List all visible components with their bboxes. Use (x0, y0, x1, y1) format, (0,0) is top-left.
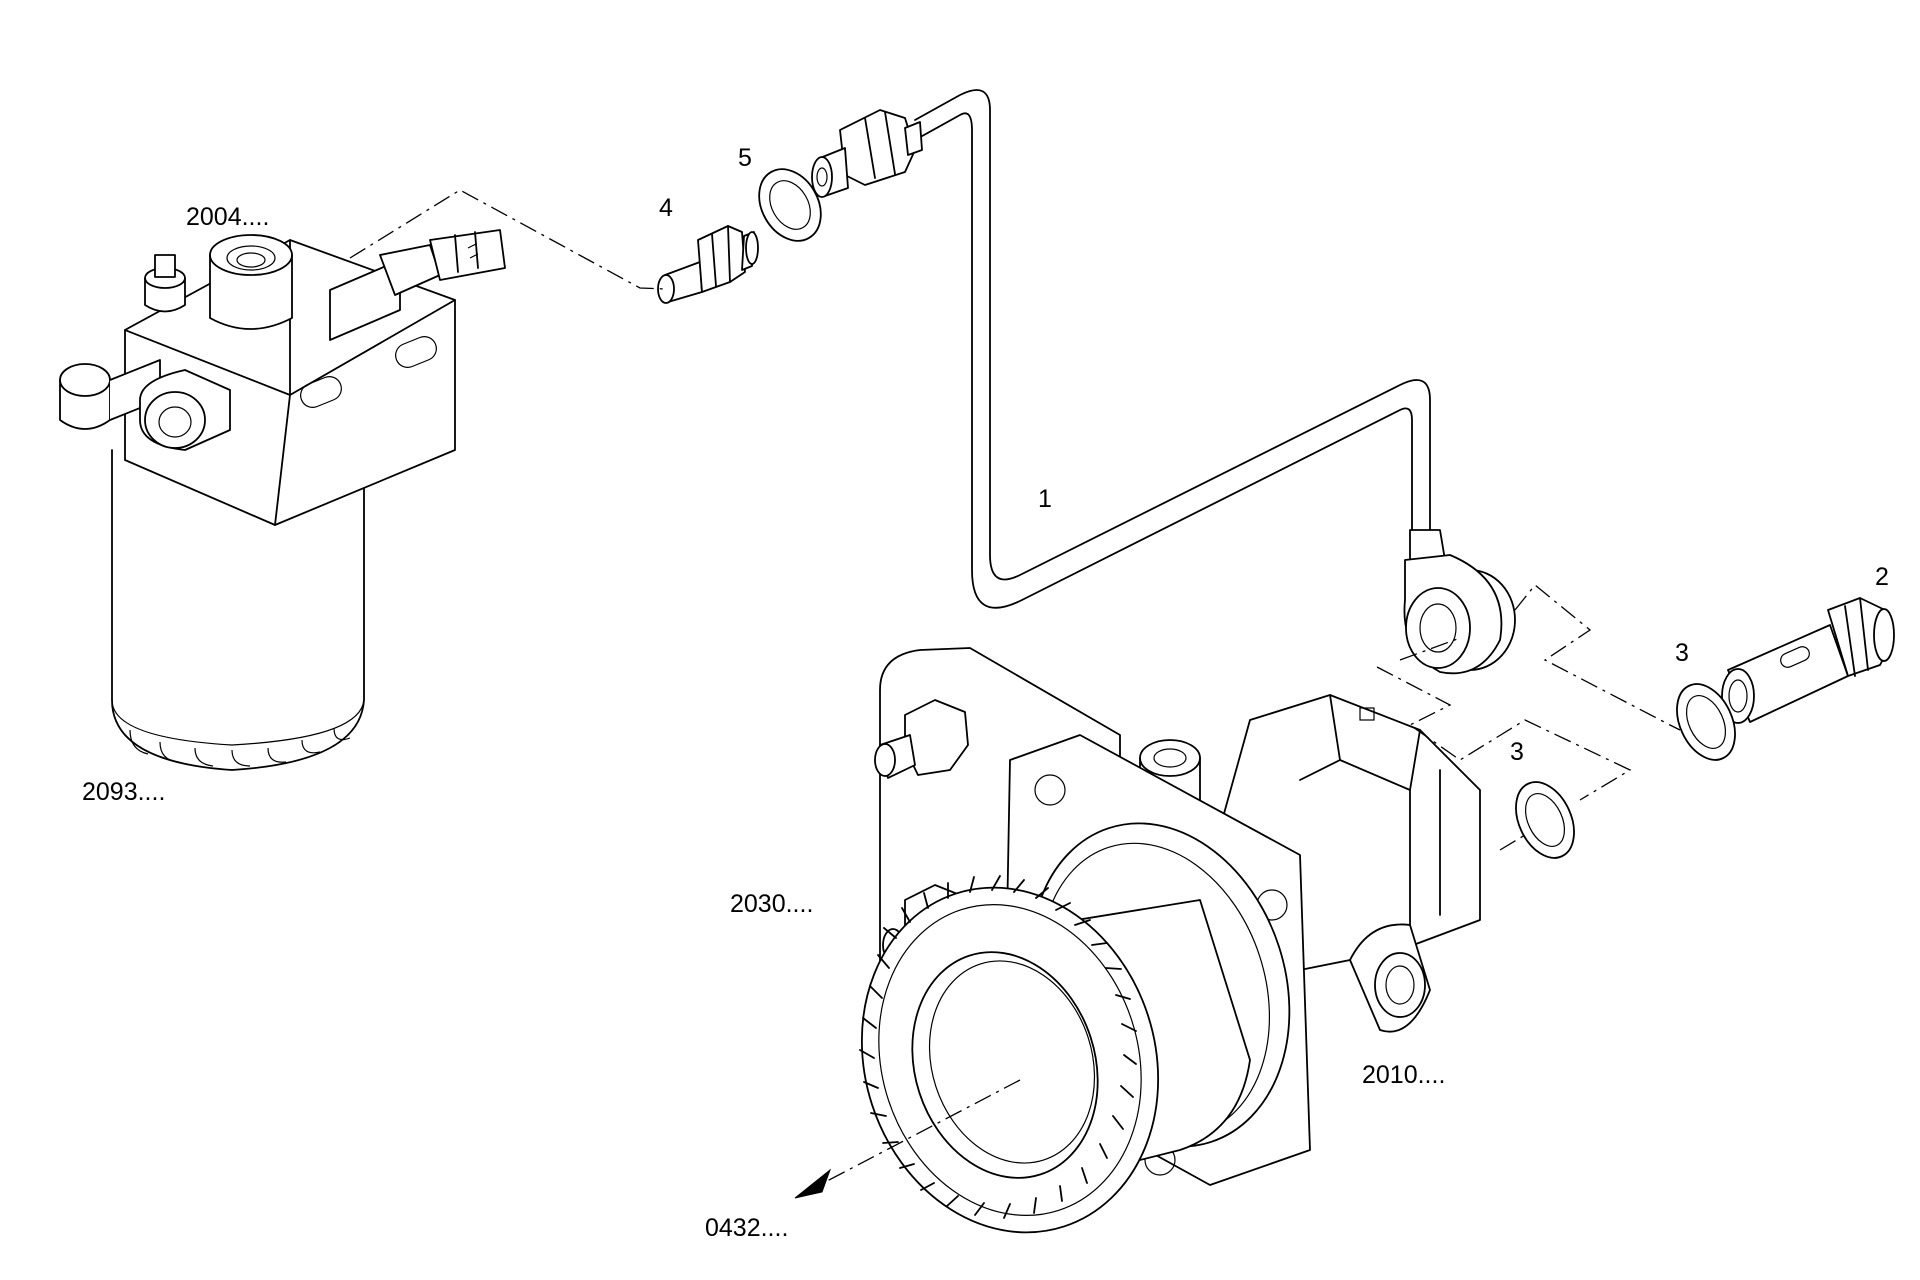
part-label-3-upper: 3 (1675, 639, 1689, 667)
part-label-4: 4 (659, 194, 673, 222)
reference-label-0432: 0432.... (705, 1214, 789, 1242)
part-label-5: 5 (738, 144, 752, 172)
part-label-1: 1 (1038, 485, 1052, 513)
part-label-2: 2 (1875, 563, 1889, 591)
reference-label-2030: 2030.... (730, 890, 814, 918)
leader-lines (349, 189, 1681, 1199)
reference-label-2010: 2010.... (1362, 1061, 1446, 1089)
seal-ring-part-3-upper (1676, 683, 1736, 761)
fuel-pipe-part-1 (811, 89, 1516, 675)
reference-label-2004: 2004.... (186, 203, 270, 231)
pump-assembly (859, 647, 1481, 1234)
reference-label-2093: 2093.... (82, 778, 166, 806)
adapter-fitting-part-4 (657, 225, 759, 304)
fuel-filter-assembly (59, 229, 506, 771)
banjo-bolt-part-2 (1721, 597, 1895, 724)
drive-gear (859, 875, 1160, 1234)
part-label-3-lower: 3 (1510, 738, 1524, 766)
seal-ring-part-3-lower (1515, 781, 1575, 859)
